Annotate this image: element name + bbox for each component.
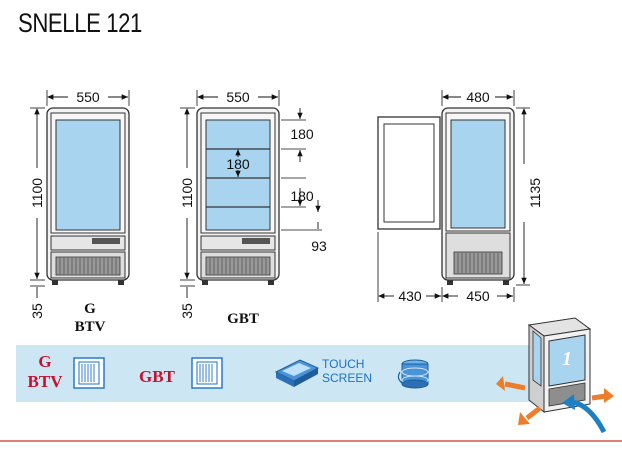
cabinet-3d-illustration: 1 — [527, 317, 592, 414]
legend-gbt: GBT — [139, 367, 176, 386]
airflow-arrows — [496, 376, 614, 434]
shelf-gap-top: 180 — [290, 126, 314, 142]
height-label: 1100 — [29, 178, 45, 208]
model-label-g: G — [84, 301, 96, 317]
touch-label: TOUCH — [322, 357, 364, 371]
depth-label: 480 — [466, 89, 490, 105]
page-title: SNELLE 121 — [18, 8, 142, 38]
base-depth-label: 450 — [466, 288, 490, 304]
width-label: 550 — [226, 89, 250, 105]
screen-label: SCREEN — [322, 371, 372, 385]
front-view-gbt: 550 1100 35 180 180 180 — [179, 89, 327, 327]
side-view: 480 1135 430 450 — [377, 89, 543, 304]
feet-label: 35 — [179, 303, 195, 319]
legend-btv: BTV — [28, 372, 64, 391]
shelved-door-icon — [191, 357, 223, 389]
door-open-label: 430 — [398, 288, 422, 304]
height-label: 1135 — [527, 178, 543, 208]
shelf-gap-middle: 180 — [226, 156, 250, 172]
model-label-btv: BTV — [75, 319, 106, 335]
rotating-shelves-icon — [397, 359, 429, 389]
touch-screen-icon — [274, 359, 320, 387]
height-label: 1100 — [179, 178, 195, 208]
legend-g: G — [38, 352, 51, 371]
model-label-gbt: GBT — [227, 311, 259, 327]
glass-door-icon — [73, 357, 105, 389]
shelf-gap-bottom: 180 — [290, 188, 314, 204]
feet-label: 35 — [29, 303, 45, 319]
front-view-g: 550 1100 35 G BTV — [29, 89, 130, 335]
badge-number: 1 — [562, 348, 572, 370]
base-gap-label: 93 — [311, 238, 327, 254]
width-label: 550 — [76, 89, 100, 105]
